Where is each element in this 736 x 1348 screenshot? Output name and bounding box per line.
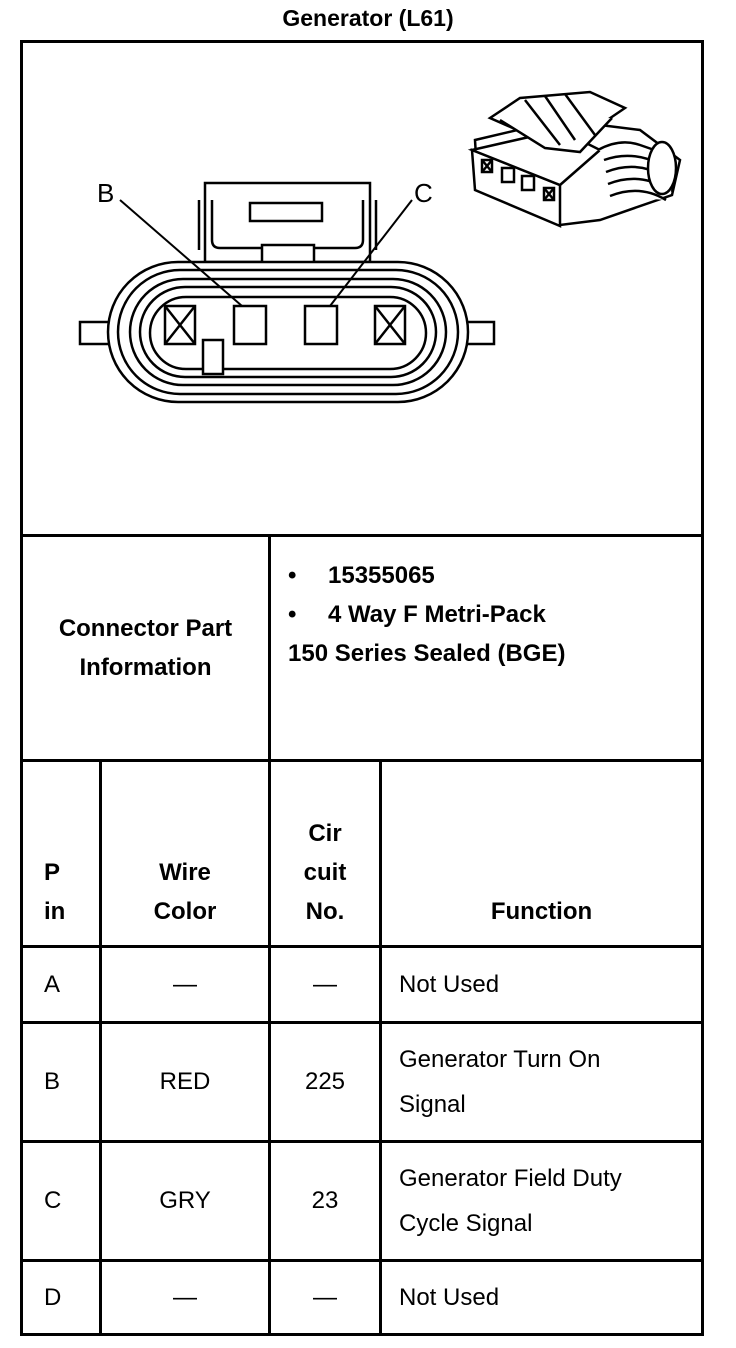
divider-diagram-info: [20, 534, 704, 537]
connector-face-diagram: B C: [78, 90, 682, 404]
table-row-a-circuit: —: [313, 970, 337, 998]
table-row-b-function: Generator Turn On Signal: [382, 1024, 701, 1140]
page-title: Generator (L61): [282, 5, 454, 31]
connector-type: 4 Way F Metri-Pack: [328, 601, 546, 628]
bullet-icon: •: [288, 601, 297, 628]
table-row-a-function-line1: Not Used: [399, 971, 500, 998]
divider-col-circuit: [379, 759, 382, 1336]
table-row-c-function-line1: Generator Field Duty: [399, 1165, 622, 1192]
header-function-label: Function: [490, 898, 593, 925]
part-number: 15355065: [328, 562, 435, 589]
connector-series: 150 Series Sealed (BGE): [288, 640, 566, 667]
table-row-b-function-line1: Generator Turn On: [399, 1046, 601, 1073]
divider-col-pin: [99, 759, 102, 1336]
table-row-d-pin: D: [44, 1283, 62, 1311]
divider-row-a-b: [20, 1021, 704, 1024]
header-wire-color: Wire Color: [102, 762, 268, 945]
table-row-c-function-line2: Cycle Signal: [399, 1210, 533, 1237]
divider-row-c-d: [20, 1259, 704, 1262]
connector-info-values: • 15355065 • 4 Way F Metri-Pack 150 Series…: [271, 537, 701, 759]
header-pin-line2: in: [44, 898, 66, 925]
header-pin: P in: [23, 762, 99, 945]
table-row-a-function: Not Used: [382, 948, 701, 1021]
header-circuit-line1: Cir: [308, 820, 342, 847]
divider-info-column: [268, 534, 271, 762]
header-circuit-no: Cir cuit No.: [271, 762, 379, 945]
divider-info-header: [20, 759, 704, 762]
table-row-b-pin: B: [44, 1068, 61, 1095]
connector-info-label-line2: Information: [79, 654, 212, 681]
table-row-d-circuit: —: [313, 1283, 337, 1311]
divider-row-b-c: [20, 1140, 704, 1143]
header-function: Function: [382, 762, 701, 945]
divider-header-row-a: [20, 945, 704, 948]
table-row-b-wire-color: RED: [159, 1068, 211, 1095]
table-row-c-pin: C: [44, 1187, 62, 1214]
table-row-b-function-line2: Signal: [399, 1091, 466, 1118]
header-circuit-line3: No.: [305, 898, 345, 925]
table-row-a-pin: A: [44, 970, 61, 998]
connector-table-frame: [20, 40, 704, 1336]
callout-label-b: B: [97, 178, 114, 208]
callout-label-c: C: [414, 178, 433, 208]
table-row-a-wire-color: —: [173, 970, 197, 998]
bullet-icon: •: [288, 562, 297, 589]
table-row-c-function: Generator Field Duty Cycle Signal: [382, 1143, 701, 1259]
connector-isometric-icon: [467, 90, 682, 228]
header-wire-color-line2: Color: [153, 898, 217, 925]
divider-col-wire: [268, 759, 271, 1336]
connector-info-label-line1: Connector Part: [58, 615, 233, 642]
header-wire-color-line1: Wire: [159, 859, 211, 886]
table-row-d-function: Not Used: [382, 1262, 701, 1333]
table-row-b-circuit: 225: [304, 1068, 346, 1095]
table-row-d-wire-color: —: [173, 1283, 197, 1311]
header-circuit-line2: cuit: [303, 859, 347, 886]
part-number-bullet: • 15355065: [288, 556, 565, 595]
table-row-c-wire-color: GRY: [159, 1187, 211, 1214]
connector-type-bullet: • 4 Way F Metri-Pack: [288, 595, 565, 634]
connector-info-label: Connector Part Information: [23, 537, 268, 759]
table-row-c-circuit: 23: [311, 1187, 339, 1214]
table-row-d-function-line1: Not Used: [399, 1284, 500, 1311]
header-pin-line1: P: [44, 859, 61, 886]
